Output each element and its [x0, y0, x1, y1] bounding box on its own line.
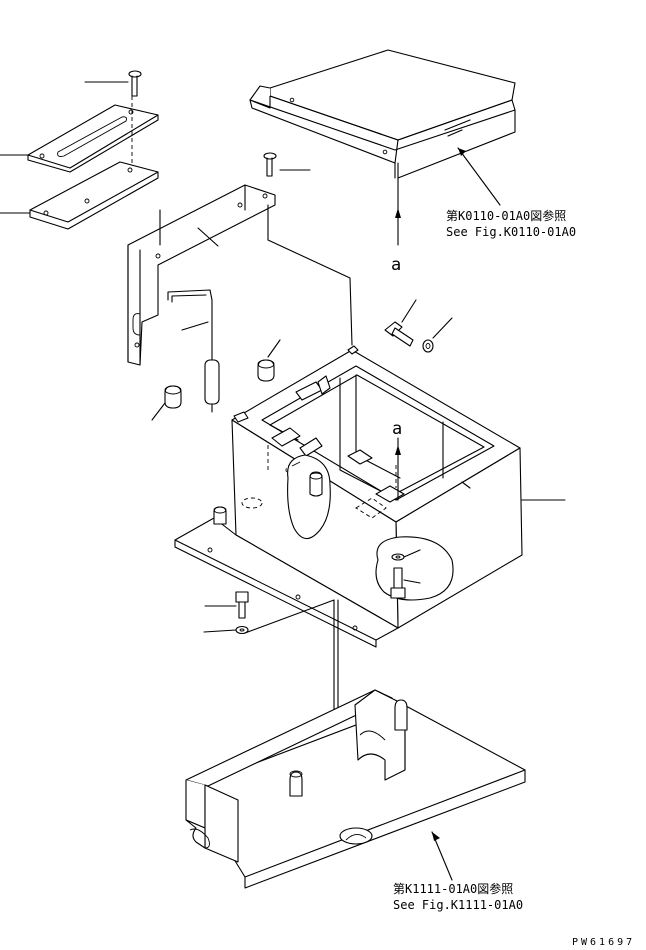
inner-a-marker: a [392, 419, 402, 439]
drawing-code: PW61697 [572, 937, 635, 948]
lower-bolt [204, 591, 249, 619]
bracket-alignment-line [267, 204, 353, 346]
upper-slotted-plate [0, 104, 159, 173]
lower-washer [203, 599, 339, 711]
bottom-reference-en: See Fig.K1111-01A0 [393, 898, 523, 912]
bottom-reference-leader [431, 831, 453, 881]
rubber-cushion-left [151, 385, 182, 421]
upper-bolt [84, 70, 142, 97]
side-bolt [384, 299, 417, 347]
l-bracket [127, 184, 276, 366]
rubber-cushion-right [257, 339, 281, 382]
upper-a-marker: a [391, 255, 401, 275]
cutaway-right [375, 536, 454, 601]
top-reference-leader [457, 147, 501, 206]
right-top-bolt [263, 152, 311, 177]
top-reference-jp: 第K0110-01A0図参照 [446, 208, 566, 223]
stay-rod [167, 289, 220, 413]
main-box [174, 345, 566, 648]
upper-a-arrow [395, 177, 401, 246]
cutaway-left [287, 454, 331, 540]
top-reference-en: See Fig.K0110-01A0 [446, 225, 576, 239]
base-plate [185, 689, 526, 889]
top-cover [249, 49, 516, 179]
side-washer [422, 317, 453, 353]
inner-a-arrow [395, 437, 401, 501]
lower-plate [0, 96, 159, 230]
bottom-reference-jp: 第K1111-01A0図参照 [393, 881, 513, 896]
